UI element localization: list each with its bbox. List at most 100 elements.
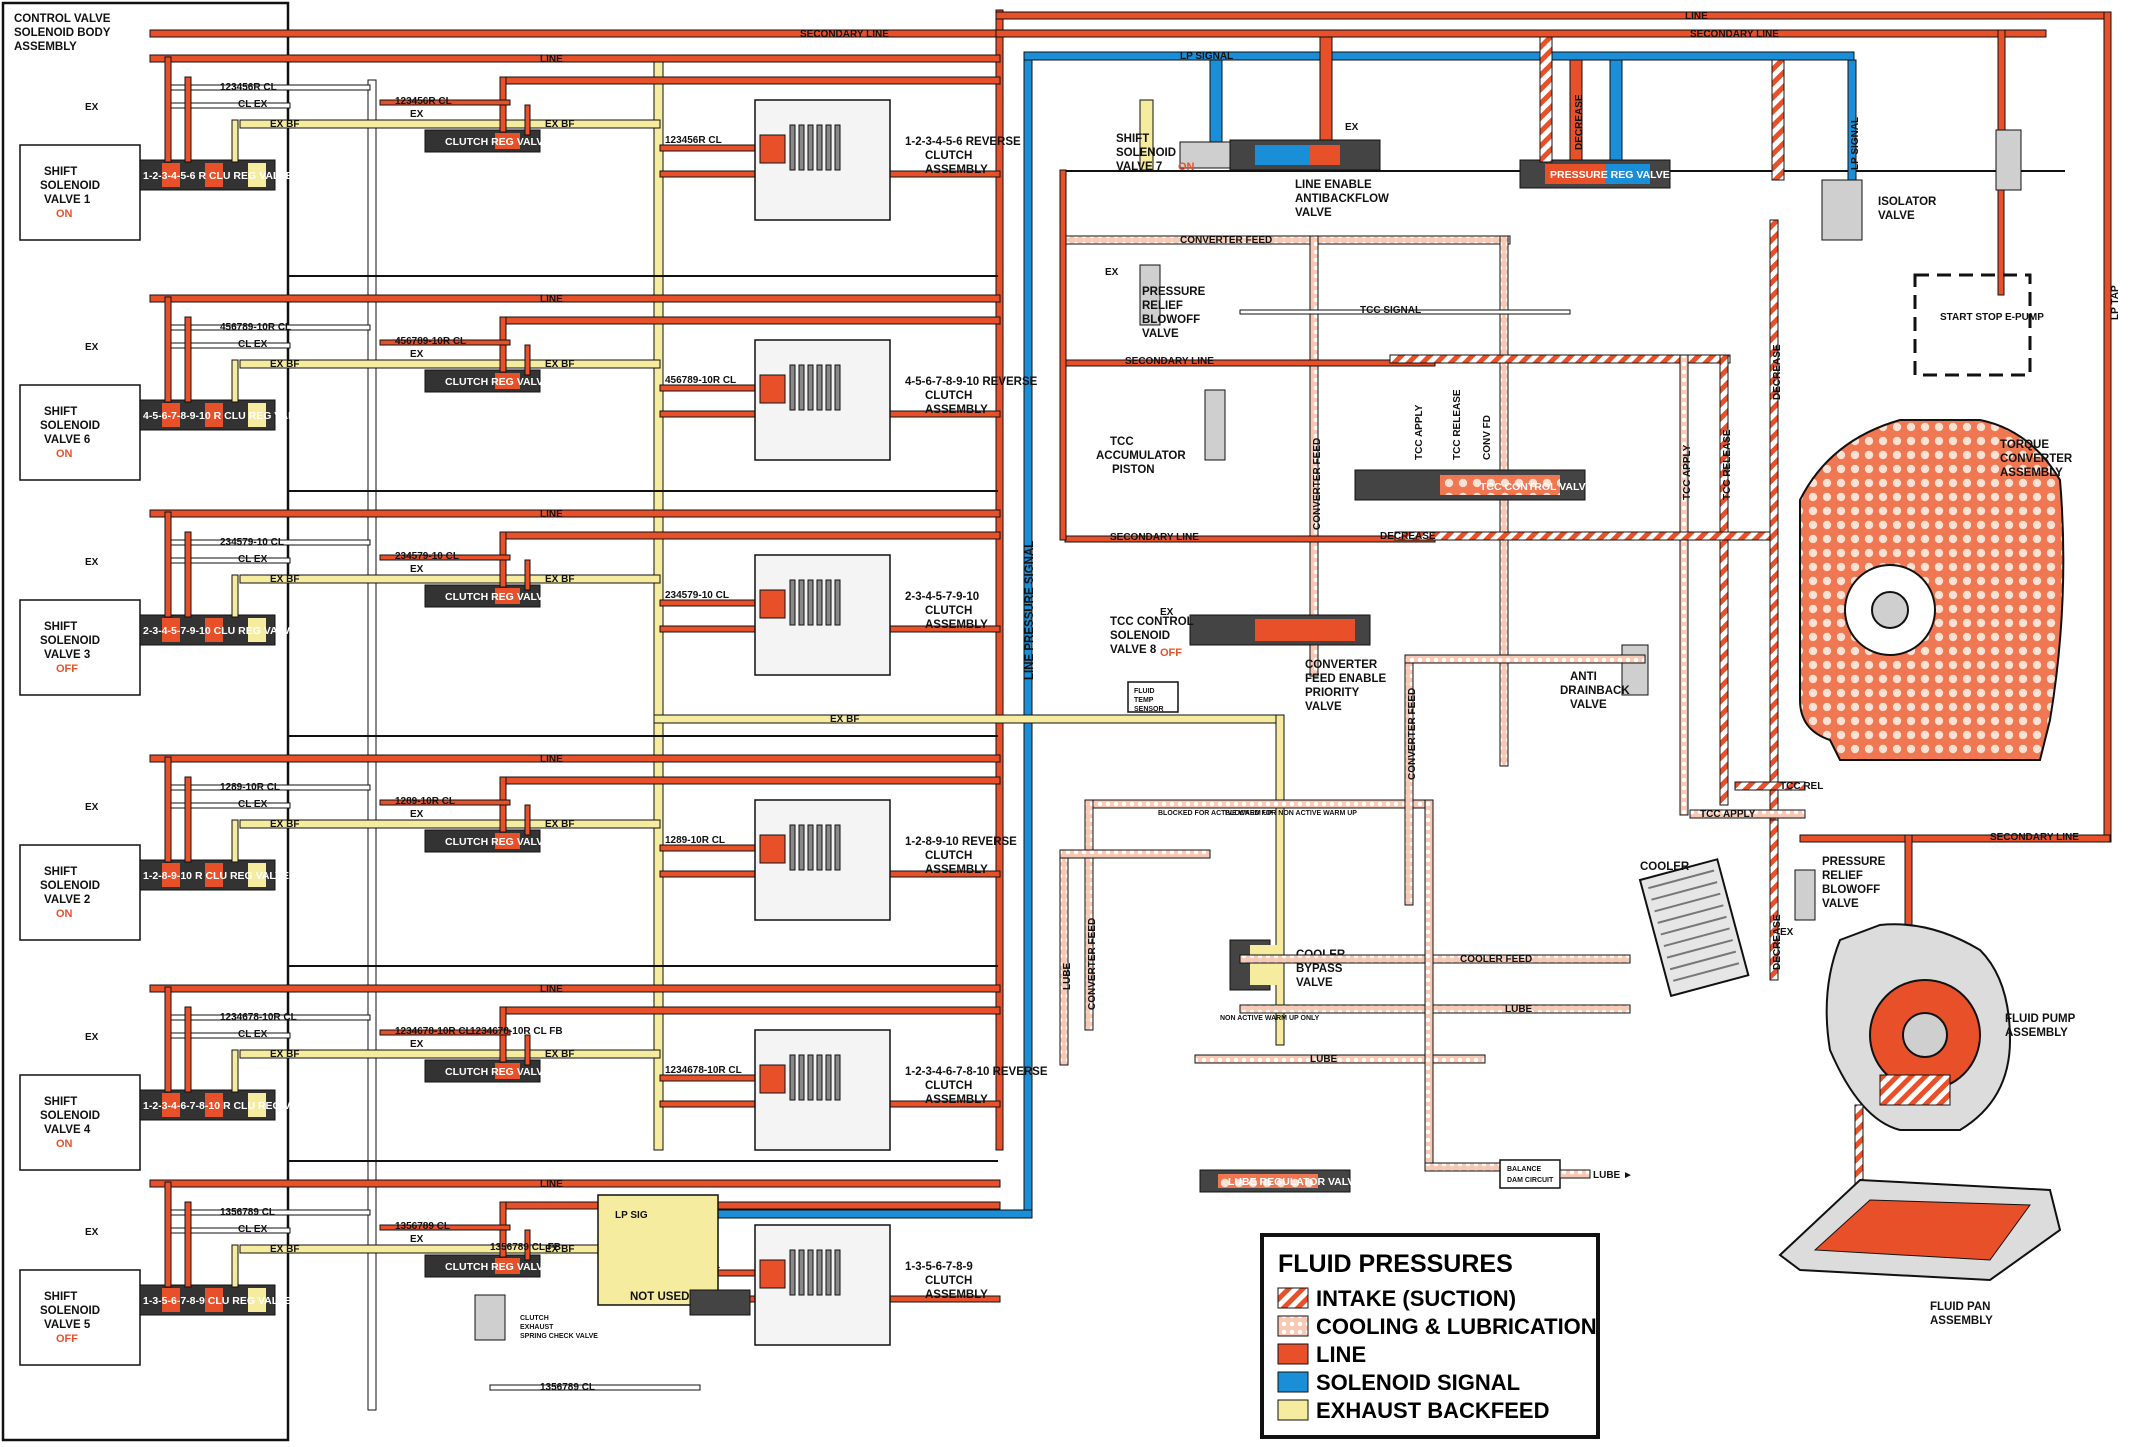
cl-feed-pipe	[379, 799, 511, 806]
clutch-piston	[759, 1064, 786, 1094]
clutch-piston	[759, 1259, 786, 1289]
cl-label: 123456R CL	[220, 82, 277, 93]
solenoid-name: SOLENOID	[40, 880, 100, 892]
blocked-active-label: BLOCKED FOR ACTIVE WARM UP	[1158, 810, 1273, 817]
tcc-control-solenoid-state: OFF	[1160, 647, 1182, 659]
ex-bf-label: EX BF	[270, 1244, 299, 1255]
clutch-check-label-2: EXHAUST	[520, 1324, 554, 1331]
cl-ex-label: CL EX	[238, 99, 268, 110]
tap-pipe	[164, 56, 172, 163]
cl-feed-label: 456789-10R CL	[395, 336, 466, 347]
cooler-feed-label: COOLER FEED	[1460, 954, 1532, 965]
ex-label: EX	[410, 564, 424, 575]
clutch-plate	[798, 579, 805, 626]
clutch-plate	[789, 579, 796, 626]
clutch-piston	[759, 134, 786, 164]
clutch-plate	[789, 364, 796, 411]
clutch-name: ASSEMBLY	[925, 164, 988, 176]
line-enable-group: SHIFT SOLENOID VALVE 7 ON LINE ENABLE AN…	[1065, 36, 2065, 219]
decrease-right-label: DECREASE	[1772, 344, 1783, 400]
tap-pipe	[184, 1006, 192, 1093]
anti-drainback-label-1: ANTI	[1570, 671, 1597, 683]
cfe-label-4: VALVE	[1305, 701, 1342, 713]
legend-item-label: EXHAUST BACKFEED	[1316, 1398, 1549, 1423]
tap-pipe	[164, 756, 172, 863]
row-divider	[288, 735, 998, 737]
row-divider	[288, 490, 998, 492]
valve-label: 1-2-3-4-6-7-8-10 R CLU REG VALVE	[143, 1100, 317, 1112]
solenoid-body-title-2: SOLENOID BODY	[14, 27, 111, 39]
row-divider	[288, 275, 998, 277]
ex-label: EX	[1345, 122, 1359, 133]
tap-pipe	[231, 1049, 239, 1093]
solenoid-name: VALVE 3	[44, 649, 90, 661]
shift-solenoid-7-state: ON	[1178, 161, 1195, 173]
solenoid-name: SHIFT	[44, 621, 77, 633]
solenoid-name: VALVE 6	[44, 434, 90, 446]
line-pressure-signal-label: LINE PRESSURE SIGNAL	[1024, 541, 1036, 680]
tap-pipe	[184, 76, 192, 163]
ex-label: EX	[410, 1039, 424, 1050]
row-divider	[288, 1160, 998, 1162]
clutch-plate	[825, 1249, 832, 1296]
not-used-group: NOT USED LP SIG 1356789 CL 1356789 CL FB…	[470, 1026, 751, 1393]
blowoff-label-4: VALVE	[1142, 328, 1179, 340]
legend: FLUID PRESSURES INTAKE (SUCTION)COOLING …	[1260, 1233, 1600, 1439]
tap-pipe	[524, 1034, 531, 1066]
legend-swatch-dot	[1277, 1315, 1309, 1337]
clutch-plate	[789, 824, 796, 871]
blowoff-label-1: PRESSURE	[1142, 286, 1206, 298]
clutch-name: ASSEMBLY	[925, 404, 988, 416]
tap-pipe	[184, 1201, 192, 1288]
ex-bf-pipe	[239, 1244, 661, 1254]
ex-label: EX	[1160, 607, 1174, 618]
line-pipe	[499, 316, 1001, 325]
isolator-label-1: ISOLATOR	[1878, 196, 1937, 208]
tcc-signal-label: TCC SIGNAL	[1360, 305, 1421, 316]
clutch-name: 1-2-8-9-10 REVERSE	[905, 836, 1017, 848]
cl-ex-label: CL EX	[238, 1224, 268, 1235]
clutch-name: 4-5-6-7-8-9-10 REVERSE	[905, 376, 1038, 388]
valve-land	[248, 403, 266, 427]
clutch-name: 1-2-3-4-6-7-8-10 REVERSE	[905, 1066, 1048, 1078]
solenoid-state: OFF	[56, 663, 78, 675]
secondary-line-pump-label: SECONDARY LINE	[1990, 832, 2079, 843]
line-enable-label-3: VALVE	[1295, 207, 1332, 219]
cooler-section: CONVERTER FEED CONVERTER FEED LUBE COOLE…	[1059, 654, 1750, 1193]
clutch-plate	[807, 1249, 814, 1296]
line-label: LINE	[540, 294, 563, 305]
clutch-plate	[798, 364, 805, 411]
line-pipe	[499, 76, 1001, 85]
anti-drainback-label-2: DRAINBACK	[1560, 685, 1630, 697]
valve-land	[205, 403, 223, 427]
solenoid-state: OFF	[56, 1333, 78, 1345]
clutch-check-label-3: SPRING CHECK VALVE	[520, 1333, 598, 1340]
ex-bf-pipe	[239, 819, 661, 829]
balance-dam-label-2: DAM CIRCUIT	[1507, 1177, 1554, 1184]
legend-swatch-stripe	[1277, 1287, 1309, 1309]
clutch-check-label-1: CLUTCH	[520, 1315, 549, 1322]
clutch-plate	[816, 824, 823, 871]
fluid-pump: FLUID PUMP ASSEMBLY	[1825, 923, 2076, 1131]
line-label: LINE	[540, 984, 563, 995]
clutch-name: CLUTCH	[925, 850, 972, 862]
blocked-non-active-label: BLOCKED FOR NON ACTIVE WARM UP	[1225, 810, 1357, 817]
cl-feed-label: 1289-10R CL	[395, 796, 455, 807]
clutch-name: ASSEMBLY	[925, 1289, 988, 1301]
lube-left-label: LUBE	[1062, 962, 1073, 990]
line-pipe	[499, 1006, 1001, 1015]
lube-cooler-label: LUBE	[1505, 1004, 1533, 1015]
valve-land	[495, 1258, 520, 1274]
legend-swatch-exhaust	[1277, 1399, 1309, 1421]
line-pipe	[149, 509, 1001, 518]
secondary-line-top-right-label: SECONDARY LINE	[1690, 29, 1779, 40]
cl-feed-label: 1356789 CL	[395, 1221, 450, 1232]
solenoid-box	[19, 1269, 141, 1366]
solenoid-name: SOLENOID	[40, 1305, 100, 1317]
fluid-temp-label-3: SENSOR	[1134, 706, 1164, 713]
clutch-plate	[807, 824, 814, 871]
